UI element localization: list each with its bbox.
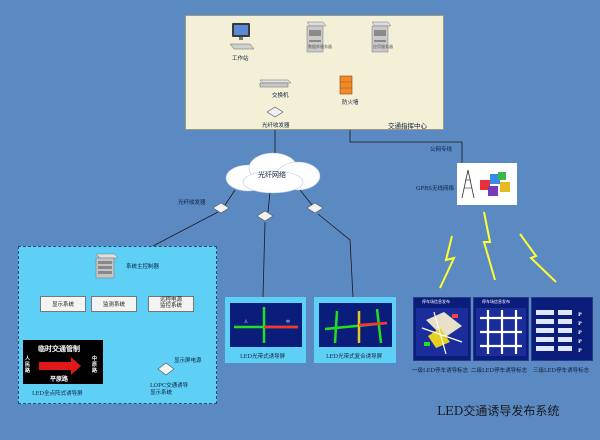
parking-level1-caption: 一级LED停车诱导标志 [412,368,469,374]
remote-monitor-label: 远程电源 监控系统 [159,297,182,309]
led-sign-bottom: 平原路 [50,376,69,383]
radio-tower-icon [460,168,476,200]
fiber-transceiver-top-icon[interactable] [265,106,285,118]
fiber-transceiver-left-icon[interactable] [211,202,231,214]
svg-text:人: 人 [244,319,248,324]
lopc-caption: LOPC交通诱导 显示系统 [150,383,189,396]
svg-text:P: P [578,348,582,354]
svg-text:中: 中 [286,318,290,324]
svg-text:P: P [578,330,582,336]
led-full-matrix-caption: LED全点阵式诱导屏 [32,391,83,397]
display-system-label: 显示系统 [51,302,74,308]
fiber-transceiver-label: 光纤收发器 [178,200,206,206]
svg-text:P: P [578,312,582,318]
parking-level2-title: 停车场信息发布 [482,299,510,304]
display-system-box[interactable] [40,296,86,312]
main-controller-label: 系统主控制器 [126,264,160,270]
light-band-caption: LED光带式诱导屏 [240,354,286,360]
led-traffic-sign [23,340,103,384]
application-server-label: 应用服务器 [373,44,393,49]
svg-text:P: P [578,321,582,327]
fiber-network-label: 光纤网络 [258,171,286,179]
fiber-transceiver-mid-icon[interactable] [255,210,275,222]
command-center-label: 交通指挥中心 [388,122,427,130]
composite-caption: LED光带式复合诱导屏 [326,354,383,360]
workstation-label: 工作站 [232,56,249,62]
composite-screen [319,303,392,347]
monitor-system-box[interactable] [91,296,137,312]
switch-label: 交换机 [272,93,289,99]
led-sign-title: 临时交通管制 [38,344,80,353]
firewall-icon[interactable] [339,75,353,95]
screen-power-icon[interactable] [156,362,176,376]
parking-level3-caption: 三级LED停车诱导标志 [533,368,590,374]
gprs-cubes-icon [478,170,514,200]
parking-sign-level1-panel [413,297,471,361]
parking-sign-level2-panel [473,297,529,361]
led-sign-right: 中原路 [92,356,98,374]
parking-level1-title: 停车场信息发布 [422,299,450,304]
workstation-icon[interactable] [229,22,255,52]
database-server-label: 数据库服务器 [308,44,332,49]
light-band-screen: 中 人 [230,303,302,347]
application-server-icon[interactable] [368,20,392,54]
screen-power-label: 显示屏电源 [174,358,202,364]
fiber-network-cloud [218,150,328,196]
svg-text:P: P [578,339,582,345]
fiber-transceiver-top-label: 光纤收发器 [262,123,290,129]
leased-line-label: 公网专线 [430,147,453,153]
gprs-label: GPRS无线网络 [416,186,455,192]
fiber-transceiver-right-icon[interactable] [305,202,325,214]
firewall-label: 防火墙 [342,100,359,106]
diagram-title: LED交通诱导发布系统 [437,404,560,418]
switch-icon[interactable] [258,78,292,88]
led-sign-left: 人民路 [25,356,31,374]
parking-level2-caption: 二级LED停车诱导标志 [471,368,528,374]
remote-monitor-box[interactable] [148,296,194,312]
database-server-icon[interactable] [303,20,327,54]
monitor-system-label: 监测系统 [102,302,125,308]
main-controller-icon[interactable] [92,250,122,280]
